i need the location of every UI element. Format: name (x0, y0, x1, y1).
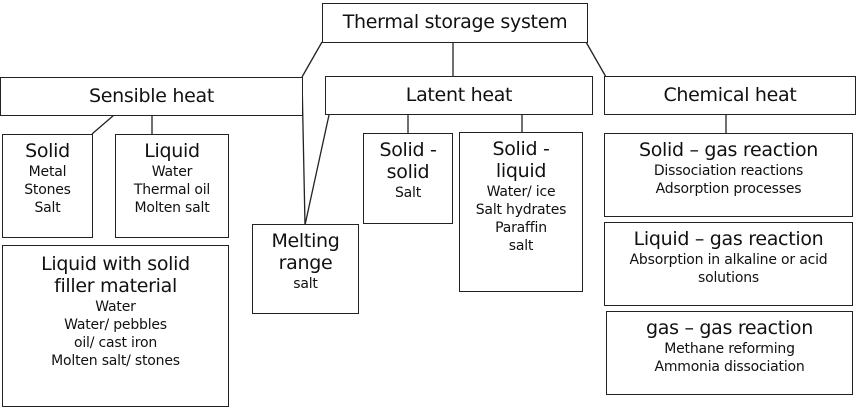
latent-solid-solid-node: Solid - solid Salt (363, 133, 453, 224)
latent-solid-liquid-node: Solid - liquid Water/ ice Salt hydrates … (459, 132, 583, 292)
latent-solid-liquid-item: salt (508, 238, 534, 255)
latent-solid-solid-item: Salt (394, 184, 422, 201)
melting-range-item: salt (293, 275, 318, 292)
sensible-liquid-item: Thermal oil (133, 182, 211, 199)
root-title: Thermal storage system (342, 11, 568, 34)
chemical-gas-gas-node: gas – gas reaction Methane reforming Amm… (606, 311, 853, 395)
sensible-filler-item: Molten salt/ stones (51, 353, 180, 370)
latent-solid-solid-title: Solid - (379, 139, 437, 161)
latent-heat-node: Latent heat (325, 76, 593, 115)
chemical-heat-node: Chemical heat (604, 76, 856, 115)
sensible-filler-item: Water (95, 298, 136, 315)
chemical-solid-gas-node: Solid – gas reaction Dissociation reacti… (604, 133, 853, 217)
chemical-gas-gas-item: Ammonia dissociation (654, 359, 805, 376)
chemical-heat-title: Chemical heat (663, 83, 797, 106)
sensible-filler-node: Liquid with solid filler material Water … (2, 245, 229, 407)
connector-sensible-solid (91, 114, 115, 135)
sensible-filler-title: filler material (54, 274, 177, 297)
latent-solid-liquid-title: Solid - (492, 138, 550, 160)
sensible-heat-title: Sensible heat (89, 84, 214, 107)
chemical-gas-gas-item: Methane reforming (664, 340, 795, 357)
latent-solid-liquid-item: Paraffin (495, 220, 547, 237)
connector-root-chemical (585, 41, 607, 78)
sensible-liquid-node: Liquid Water Thermal oil Molten salt (115, 134, 229, 238)
melting-range-node: Melting range salt (252, 224, 359, 314)
chemical-solid-gas-item: Adsorption processes (655, 181, 802, 198)
latent-heat-title: Latent heat (405, 83, 513, 106)
melting-range-title: Melting (271, 230, 340, 252)
latent-solid-liquid-item: Salt hydrates (475, 201, 567, 218)
chemical-liquid-gas-item: Absorption in alkaline or acid (629, 251, 828, 268)
sensible-liquid-title: Liquid (144, 140, 200, 162)
latent-solid-liquid-item: Water/ ice (486, 183, 556, 200)
sensible-filler-title: Liquid with solid (41, 253, 190, 275)
chemical-liquid-gas-item: solutions (698, 270, 759, 287)
sensible-filler-item: Water/ pebbles (64, 316, 167, 333)
sensible-liquid-item: Molten salt (134, 200, 210, 217)
chemical-liquid-gas-title: Liquid – gas reaction (633, 228, 824, 250)
latent-solid-solid-title: solid (386, 160, 430, 183)
sensible-heat-node: Sensible heat (0, 77, 303, 116)
chemical-liquid-gas-node: Liquid – gas reaction Absorption in alka… (604, 222, 853, 306)
connector-root-sensible (301, 41, 323, 78)
sensible-solid-node: Solid Metal Stones Salt (2, 134, 93, 238)
connector-latent-melting (304, 114, 330, 226)
root-node: Thermal storage system (322, 3, 588, 43)
sensible-solid-item: Metal (28, 163, 67, 180)
sensible-solid-title: Solid (25, 140, 70, 162)
chemical-solid-gas-item: Dissociation reactions (653, 162, 804, 179)
sensible-solid-item: Stones (24, 182, 71, 199)
sensible-solid-item: Salt (34, 200, 61, 217)
chemical-solid-gas-title: Solid – gas reaction (638, 139, 819, 161)
sensible-liquid-item: Water (151, 163, 193, 180)
melting-range-title: range (278, 251, 333, 274)
sensible-filler-item: oil/ cast iron (74, 335, 157, 352)
chemical-gas-gas-title: gas – gas reaction (646, 317, 813, 339)
latent-solid-liquid-title: liquid (495, 159, 547, 182)
